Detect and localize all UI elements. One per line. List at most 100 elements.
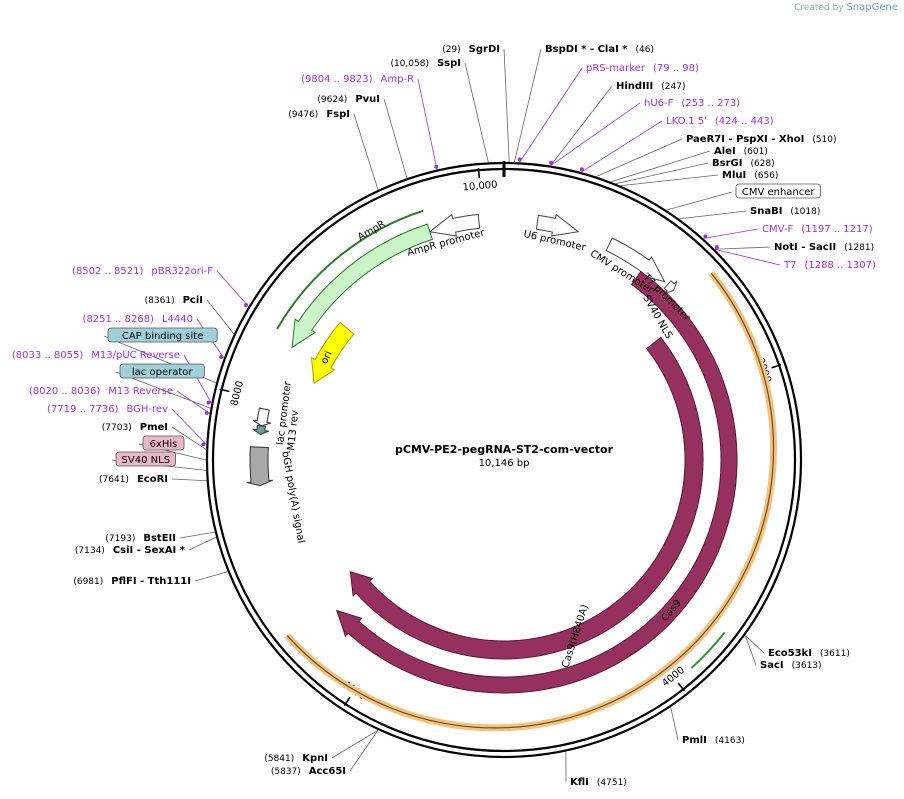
site-box	[142, 435, 185, 451]
site-acc65i[interactable]: (5837)Acc65I	[271, 766, 346, 777]
site-position: (9804 .. 9823)	[301, 74, 373, 85]
site-position: (1018)	[790, 207, 820, 217]
site-name: 6xHis	[150, 439, 178, 450]
site-pvui[interactable]: (9624)PvuI	[317, 94, 380, 105]
site-leader	[550, 102, 641, 166]
feature-cas9-h840a	[349, 336, 704, 660]
site-box	[119, 363, 205, 379]
site-name: lac operator	[132, 367, 193, 378]
site-m13-reverse[interactable]: (8020 .. 8036)M13 Reverse	[29, 386, 173, 397]
site-name: pRS-marker	[586, 63, 646, 74]
site-fspi[interactable]: (9476)FspI	[288, 109, 350, 120]
site-position: (247)	[661, 82, 685, 92]
site-lac-operator[interactable]: lac operator	[119, 363, 205, 379]
site-sspi[interactable]: (10,058)SspI	[390, 58, 461, 69]
site-name: PciI	[183, 295, 203, 306]
site-pcii[interactable]: (8361)PciI	[145, 295, 203, 306]
site-name: SV40 NLS	[122, 455, 171, 466]
site-kfli[interactable]: KflI(4751)	[570, 777, 627, 788]
site-sgrdi[interactable]: (29)SgrDI	[442, 44, 500, 55]
site-kpni[interactable]: (5841)KpnI	[264, 753, 328, 764]
site-leader	[353, 113, 379, 191]
site-eco53ki[interactable]: Eco53kI(3611)	[768, 648, 850, 659]
plasmid-name: pCMV-PE2-pegRNA-ST2-com-vector	[395, 443, 614, 456]
site-sv40-nls[interactable]: SV40 NLS	[115, 451, 176, 467]
site-l4440[interactable]: (8251 .. 8268)L4440	[83, 314, 193, 325]
site-alei[interactable]: AleI(601)	[714, 146, 768, 157]
site-text: (7703)PmeI	[102, 422, 168, 433]
orf-highlight-line	[286, 272, 775, 729]
site-leader	[550, 85, 613, 166]
site-snabi[interactable]: SnaBI(1018)	[750, 206, 820, 217]
site-cmv-enhancer[interactable]: CMV enhancer	[735, 183, 821, 199]
site-pmli[interactable]: PmlI(4163)	[682, 735, 745, 746]
site-text: MluI(656)	[722, 170, 778, 181]
site-name: FspI	[326, 109, 350, 120]
site-name: Acc65I	[309, 766, 346, 777]
site-position: (8020 .. 8036)	[29, 386, 101, 397]
site-position: (3613)	[792, 661, 822, 671]
site-csii-sexai[interactable]: (7134)CsiI - SexAI *	[75, 545, 186, 556]
primer-marker	[714, 245, 719, 250]
site-text: (7641)EcoRI	[99, 474, 168, 485]
site-paer7i-pspxi-xhoi[interactable]: PaeR7I - PspXI - XhoI(510)	[686, 134, 837, 145]
site-cap-binding-site[interactable]: CAP binding site	[107, 327, 218, 343]
site-amp-r[interactable]: (9804 .. 9823) Amp-R	[301, 74, 414, 85]
site-leader	[714, 248, 781, 266]
site-bgh-rev[interactable]: (7719 .. 7736)BGH-rev	[47, 404, 168, 415]
site-text: BsrGI(628)	[712, 158, 775, 169]
site-m13-puc-reverse[interactable]: (8033 .. 8055)M13/pUC Reverse	[12, 350, 180, 361]
site-hu6-f[interactable]: hU6-F(253 .. 273)	[644, 98, 740, 109]
primer-marker	[549, 160, 554, 165]
site-pmei[interactable]: (7703)PmeI	[102, 422, 168, 433]
site-pflfi-tth111i[interactable]: (6981)PflFI - Tth111I	[73, 576, 191, 587]
site-ecori[interactable]: (7641)EcoRI	[99, 474, 168, 485]
site-bsteii[interactable]: (7193)BstEII	[105, 533, 176, 544]
site-name: Eco53kI	[768, 648, 812, 659]
site-name: BstEII	[143, 533, 176, 544]
site-name: hU6-F	[644, 98, 674, 109]
site-text: pRS-marker(79 .. 98)	[586, 63, 699, 74]
site-t7[interactable]: T7(1288 .. 1307)	[783, 260, 876, 271]
site-cmv-f[interactable]: CMV-F(1197 .. 1217)	[762, 224, 873, 235]
site-leader	[171, 426, 207, 450]
snapgene-logo: SnapGene	[846, 2, 898, 13]
site-bspdi-clai[interactable]: BspDI * - ClaI *(46)	[545, 44, 654, 55]
site-text: (9624)PvuI	[317, 94, 380, 105]
site-prs-marker[interactable]: pRS-marker(79 .. 98)	[586, 63, 699, 74]
site-name: pBR322ori-F	[151, 266, 213, 277]
scale-tick	[677, 682, 686, 692]
site-bsrgi[interactable]: BsrGI(628)	[712, 158, 775, 169]
site-6xhis[interactable]: 6xHis	[142, 435, 185, 451]
site-text: BspDI * - ClaI *(46)	[545, 44, 654, 55]
site-saci[interactable]: SacI(3613)	[760, 660, 822, 671]
site-lko-1-5[interactable]: LKO.1 5'(424 .. 443)	[666, 116, 774, 127]
site-text: (8361)PciI	[145, 295, 203, 306]
site-leader	[580, 120, 663, 173]
site-name: NotI - SacII	[774, 242, 836, 253]
site-text: (9476)FspI	[288, 109, 350, 120]
primer-marker	[579, 167, 584, 172]
site-leader	[620, 174, 719, 187]
site-leader	[615, 162, 709, 185]
site-position: (8251 .. 8268)	[83, 314, 155, 325]
site-hindiii[interactable]: HindIII(247)	[616, 81, 685, 92]
site-position: (46)	[636, 45, 654, 55]
site-name: Amp-R	[381, 74, 415, 85]
scale-tick-label: 10,000	[462, 180, 498, 194]
site-leader	[514, 48, 542, 163]
primer-marker	[243, 302, 248, 307]
site-text: (5841)KpnI	[264, 753, 328, 764]
site-noti-sacii[interactable]: NotI - SacII(1281)	[774, 242, 874, 253]
site-text: PaeR7I - PspXI - XhoI(510)	[686, 134, 837, 145]
feature-m13-rev	[252, 424, 269, 435]
site-leader	[417, 78, 438, 170]
cas9-cds-line	[690, 631, 726, 669]
site-pbr322ori-f[interactable]: (8502 .. 8521)pBR322ori-F	[72, 266, 213, 277]
feature-cas9	[336, 270, 738, 694]
site-mlui[interactable]: MluI(656)	[722, 170, 778, 181]
primer-marker	[201, 442, 206, 447]
site-leader	[216, 270, 249, 307]
feature-ampr	[291, 223, 433, 349]
